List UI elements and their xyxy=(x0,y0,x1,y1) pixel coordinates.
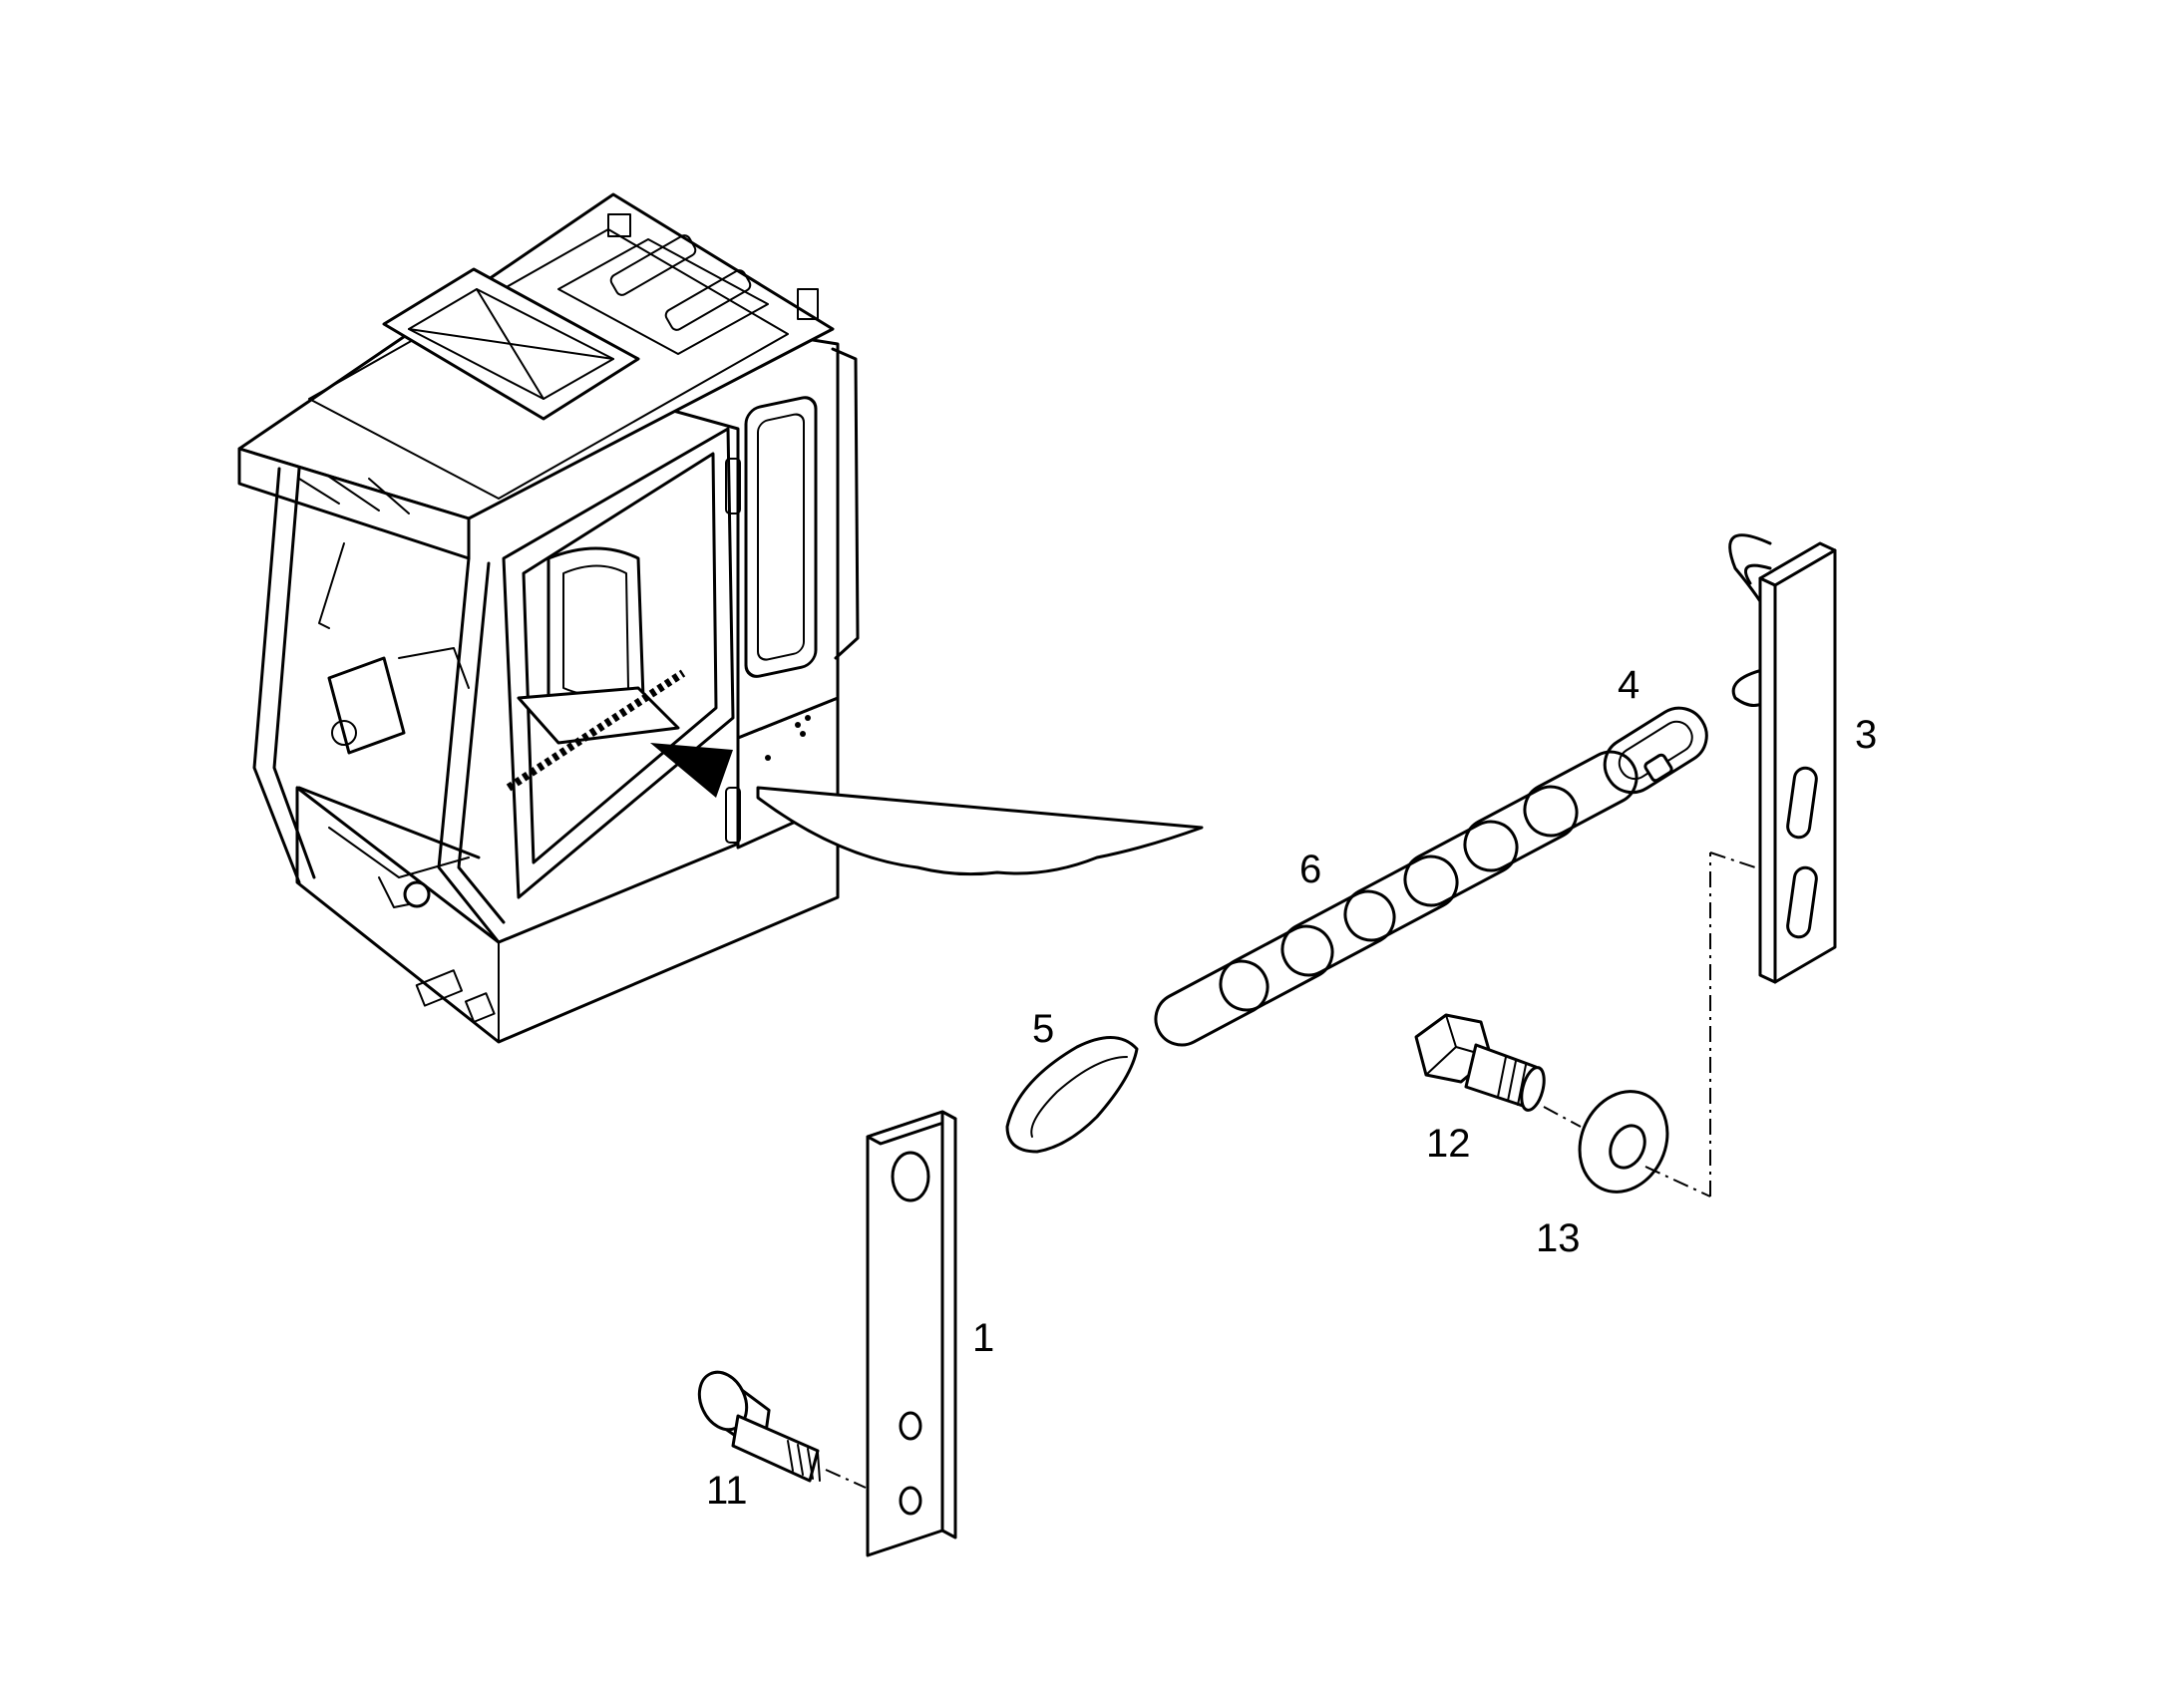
detail-callout-arrow xyxy=(650,743,1204,876)
part-chain-6 xyxy=(1154,750,1638,1047)
part-clip-5 xyxy=(1005,1036,1139,1154)
callout-3: 3 xyxy=(1855,713,1877,757)
part-plate-1 xyxy=(866,1110,957,1557)
part-bracket-3 xyxy=(1728,533,1837,984)
callout-labels: 1 3 4 5 6 11 12 13 xyxy=(706,663,1877,1513)
part-washer-13 xyxy=(1578,1090,1711,1197)
callout-4: 4 xyxy=(1618,663,1639,707)
callout-6: 6 xyxy=(1299,848,1321,891)
assembly-guide-line xyxy=(1709,852,1756,1196)
operator-cab xyxy=(237,192,860,1044)
callout-11: 11 xyxy=(706,1469,748,1513)
part-link-4 xyxy=(1603,706,1708,795)
callout-5: 5 xyxy=(1032,1007,1054,1051)
callout-13: 13 xyxy=(1536,1216,1581,1260)
part-hexbolt-12 xyxy=(1414,1013,1582,1128)
callout-12: 12 xyxy=(1426,1122,1471,1166)
callout-1: 1 xyxy=(972,1316,994,1360)
part-bolt-11 xyxy=(697,1370,867,1489)
